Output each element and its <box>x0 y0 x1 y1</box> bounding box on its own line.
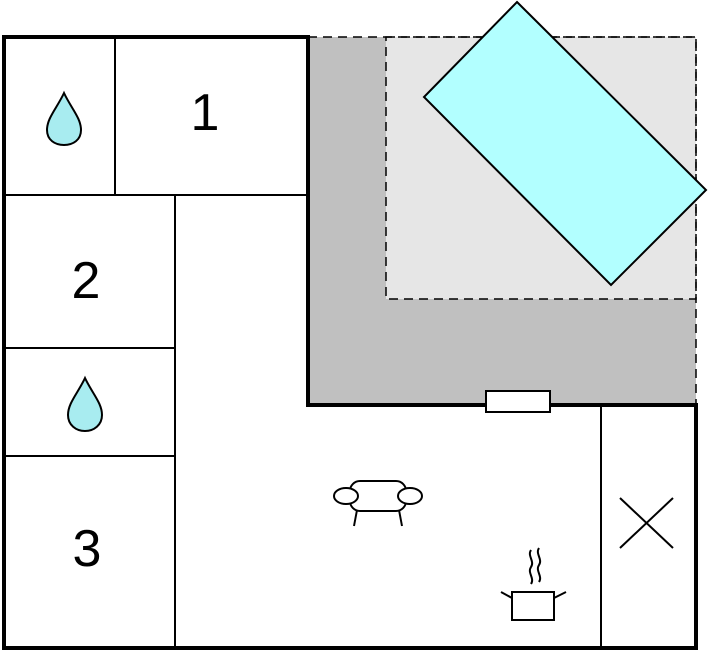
water-drop-icon <box>66 375 104 433</box>
swimming-pool <box>422 0 708 287</box>
sofa-icon <box>333 480 423 527</box>
terrace-door <box>485 390 551 413</box>
water-drop-icon <box>45 90 83 147</box>
room-label-3: 3 <box>72 520 102 578</box>
outdoor-area-outline <box>308 36 697 405</box>
cross-icon <box>619 497 674 549</box>
room-label-1: 1 <box>190 84 220 142</box>
interior-walls <box>4 37 602 648</box>
room-label-2: 2 <box>71 252 101 310</box>
house-walls <box>2 35 698 650</box>
cooking-pot-icon <box>500 547 567 621</box>
